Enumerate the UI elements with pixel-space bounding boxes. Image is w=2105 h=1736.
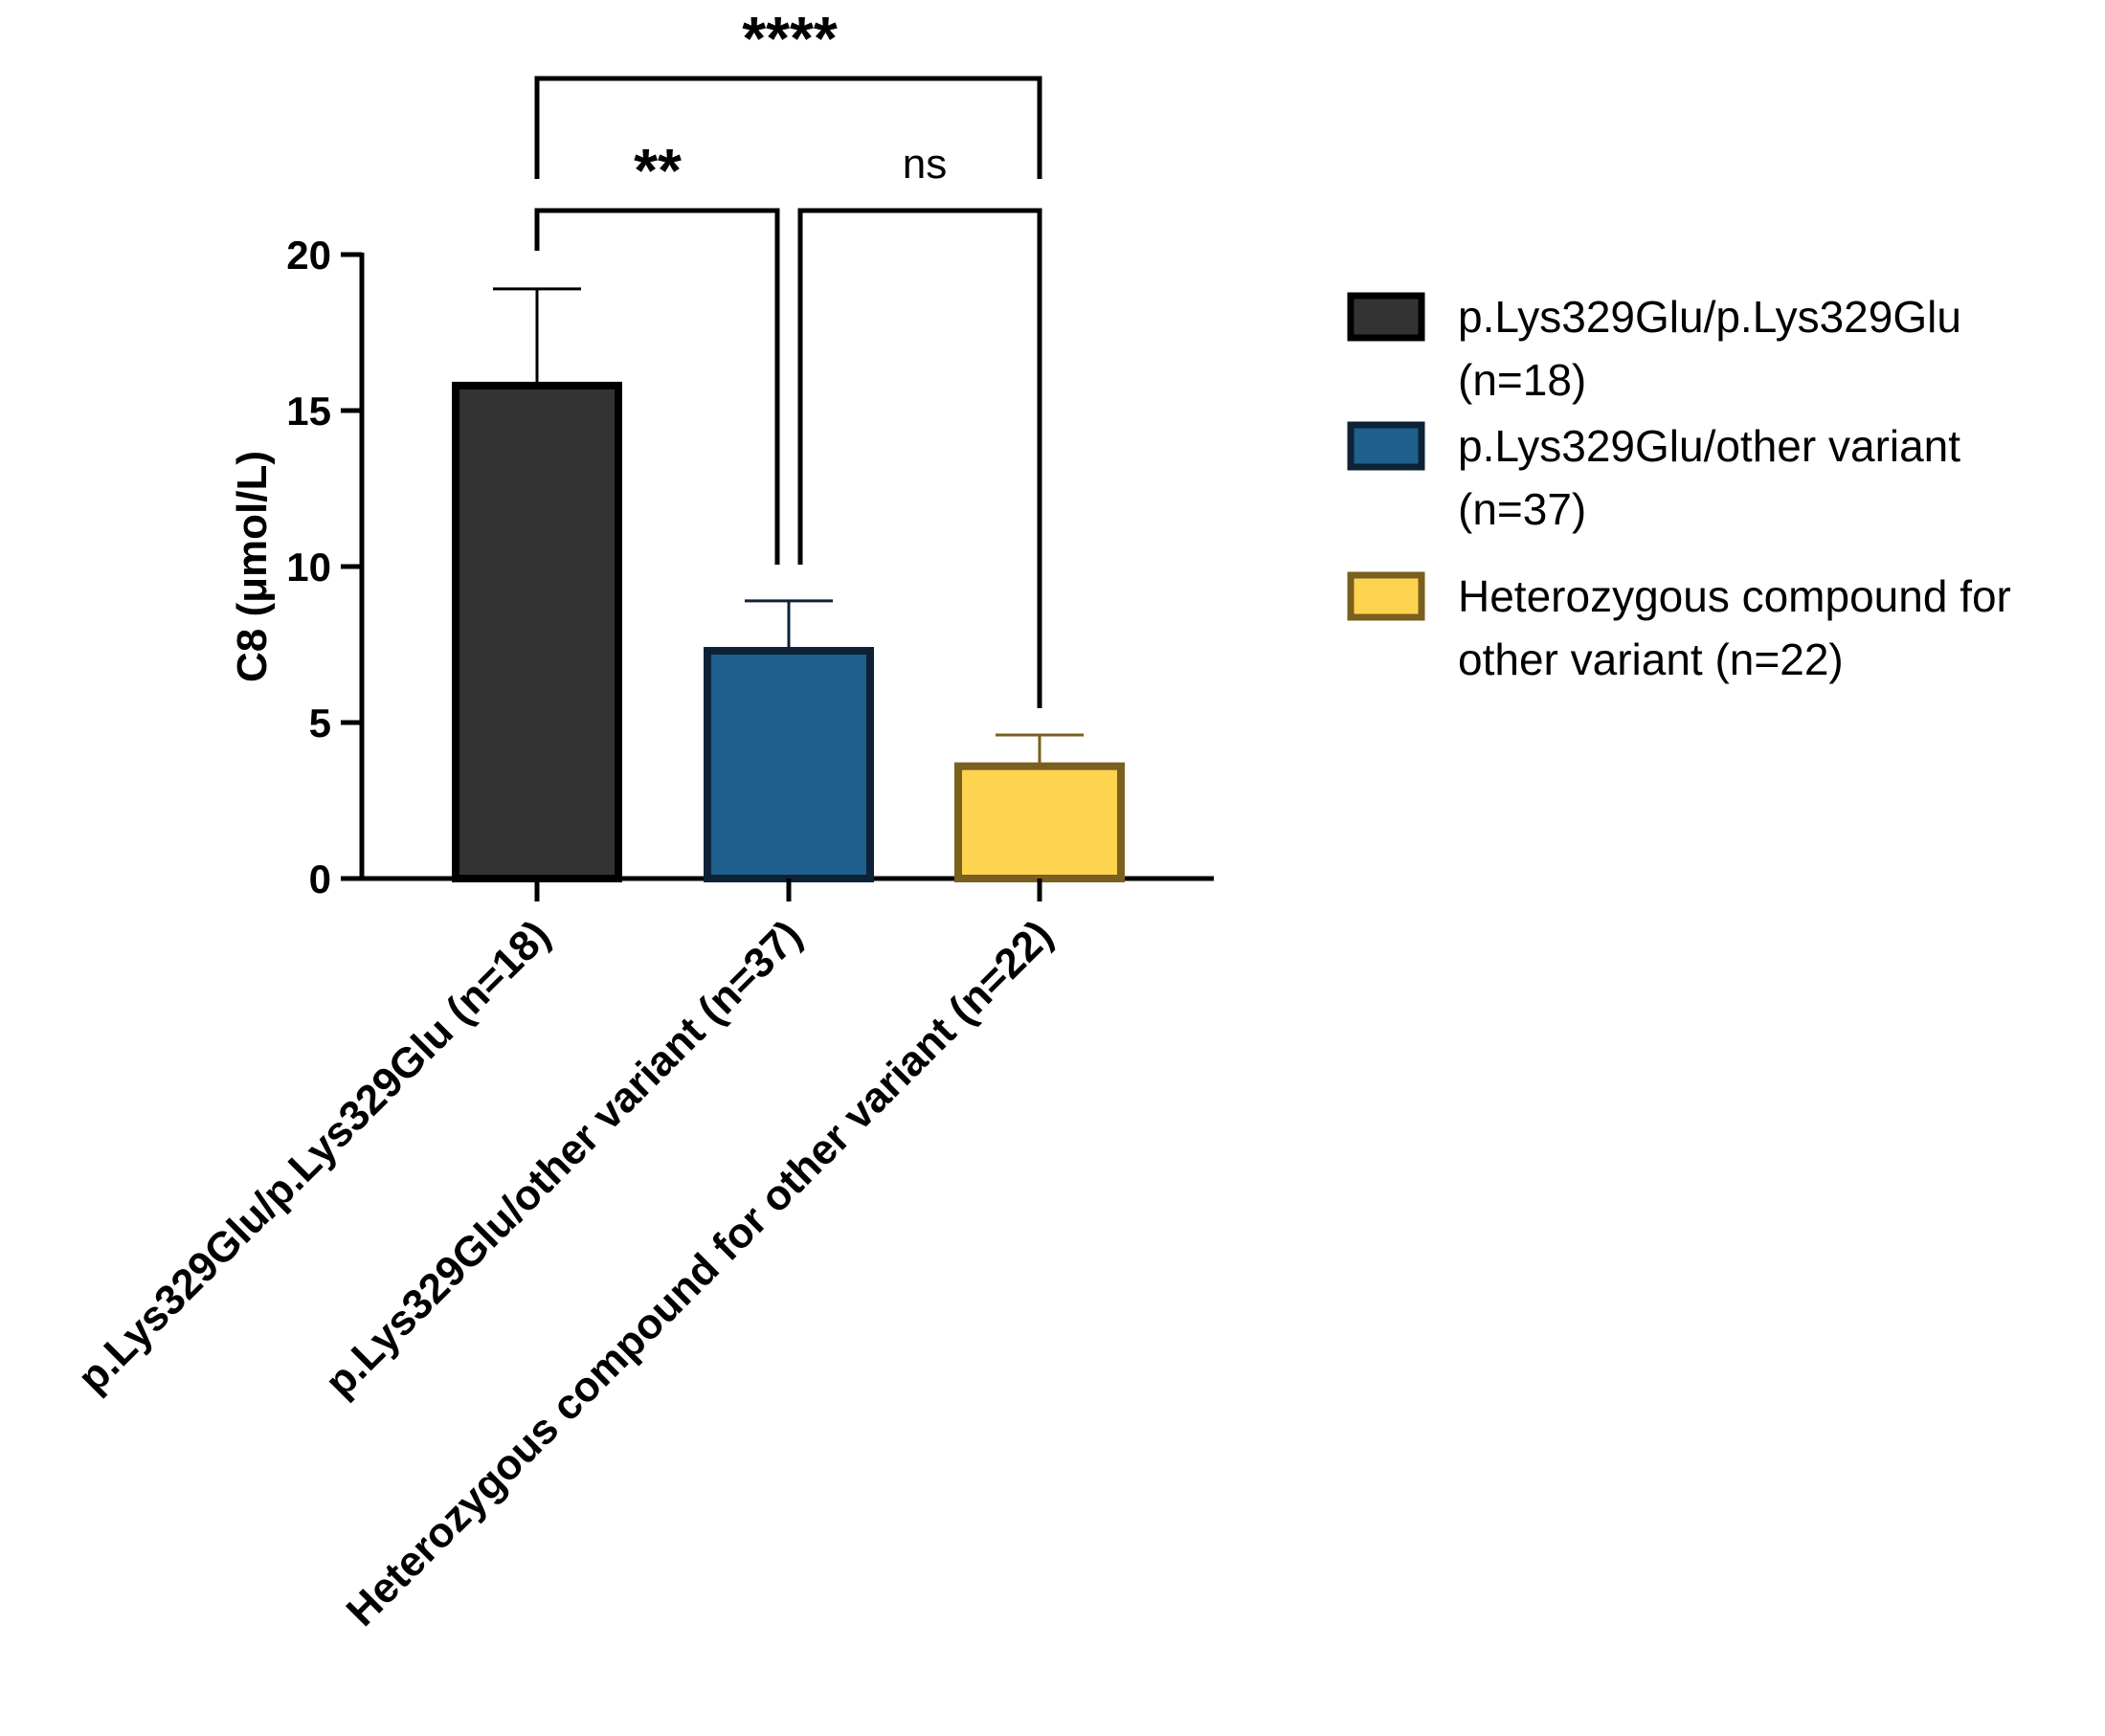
- legend-label: Heterozygous compound for: [1458, 571, 2011, 621]
- significance-label: **: [634, 136, 682, 205]
- y-axis-label: C8 (μmol/L): [229, 451, 276, 682]
- legend-label: p.Lys329Glu/other variant: [1458, 421, 1960, 471]
- legend-swatch: [1347, 571, 1425, 621]
- y-tick-label: 5: [309, 701, 331, 746]
- legend-label: (n=18): [1458, 355, 1586, 405]
- legend-swatch: [1347, 421, 1425, 471]
- legend-label: (n=37): [1458, 484, 1586, 534]
- bar: [954, 762, 1125, 883]
- legend-label: other variant (n=22): [1458, 634, 1844, 684]
- significance-label: ****: [742, 4, 838, 73]
- bar: [452, 381, 622, 883]
- legend-label: p.Lys329Glu/p.Lys329Glu: [1458, 292, 1961, 342]
- significance-bracket: [797, 208, 1042, 708]
- significance-bracket: [534, 208, 780, 565]
- x-tick-label: p.Lys329Glu/other variant (n=37): [316, 911, 811, 1406]
- y-tick-label: 0: [309, 857, 331, 901]
- y-tick-label: 10: [286, 545, 331, 590]
- x-tick-label: p.Lys329Glu/p.Lys329Glu (n=18): [69, 911, 559, 1401]
- y-tick-label: 15: [286, 389, 331, 434]
- legend-swatch: [1347, 292, 1425, 342]
- significance-bracket: [534, 76, 1042, 179]
- bar: [704, 647, 874, 883]
- significance-label: ns: [903, 141, 947, 188]
- y-tick-label: 20: [286, 233, 331, 278]
